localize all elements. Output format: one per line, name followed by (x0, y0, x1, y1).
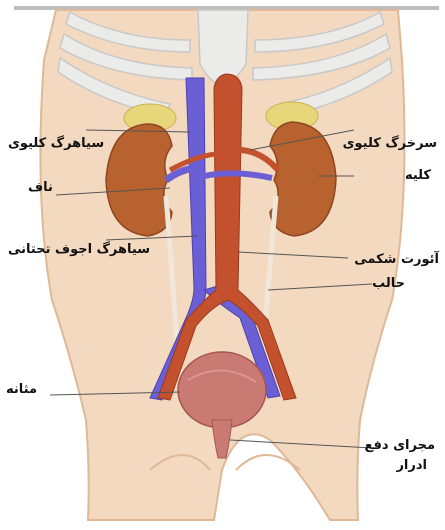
label-renal-artery: سرخرگ کلیوی (343, 136, 437, 152)
label-abdominal-aorta: آئورت شکمی (354, 252, 439, 268)
label-bladder: مثانه (6, 382, 37, 398)
label-ureter: حالب (372, 276, 405, 292)
bladder (178, 352, 266, 428)
label-renal-vein: سیاهرگ کلیوی (8, 136, 104, 152)
label-navel: ناف (28, 180, 53, 196)
label-kidney: کلیه (405, 168, 431, 184)
label-urethra-line1: مجرای دفع (365, 438, 435, 454)
label-urethra-line2: ادرار (396, 458, 427, 474)
label-inferior-vena-cava: سیاهرگ اجوف تحتانی (8, 242, 150, 258)
